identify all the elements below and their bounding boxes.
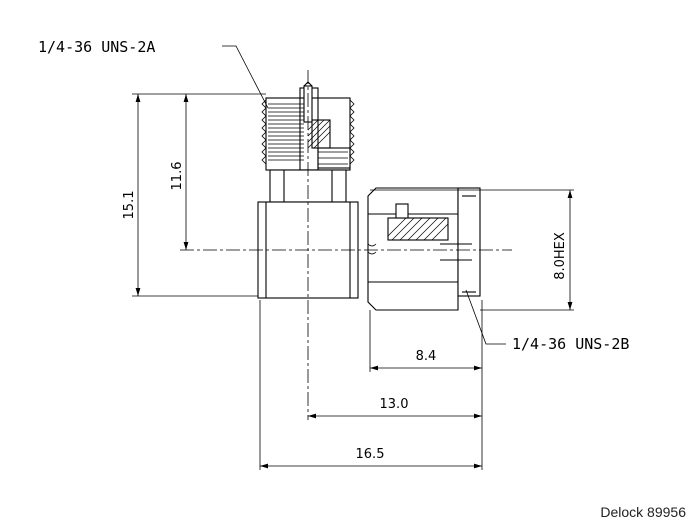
leader-thread-top	[222, 45, 269, 109]
hatch-insert-right	[388, 218, 448, 240]
dim-top-height: 11.6	[170, 162, 185, 191]
watermark: Delock 89956	[600, 504, 686, 520]
thread-top-label: 1/4-36 UNS-2A	[38, 38, 155, 56]
dim-hex: 8.0HEX	[553, 232, 568, 280]
dim-overall-height: 15.1	[122, 191, 137, 220]
dim-nut-length: 8.4	[416, 349, 437, 364]
right-male-connector	[367, 187, 481, 311]
thread-right-label: 1/4-36 UNS-2B	[512, 335, 629, 353]
hatch-insert-top	[308, 120, 330, 148]
leader-thread-right	[465, 289, 506, 345]
dim-length-center: 13.0	[380, 397, 409, 412]
dim-overall-length: 16.5	[356, 447, 385, 462]
thread-ridges-left	[261, 99, 355, 165]
